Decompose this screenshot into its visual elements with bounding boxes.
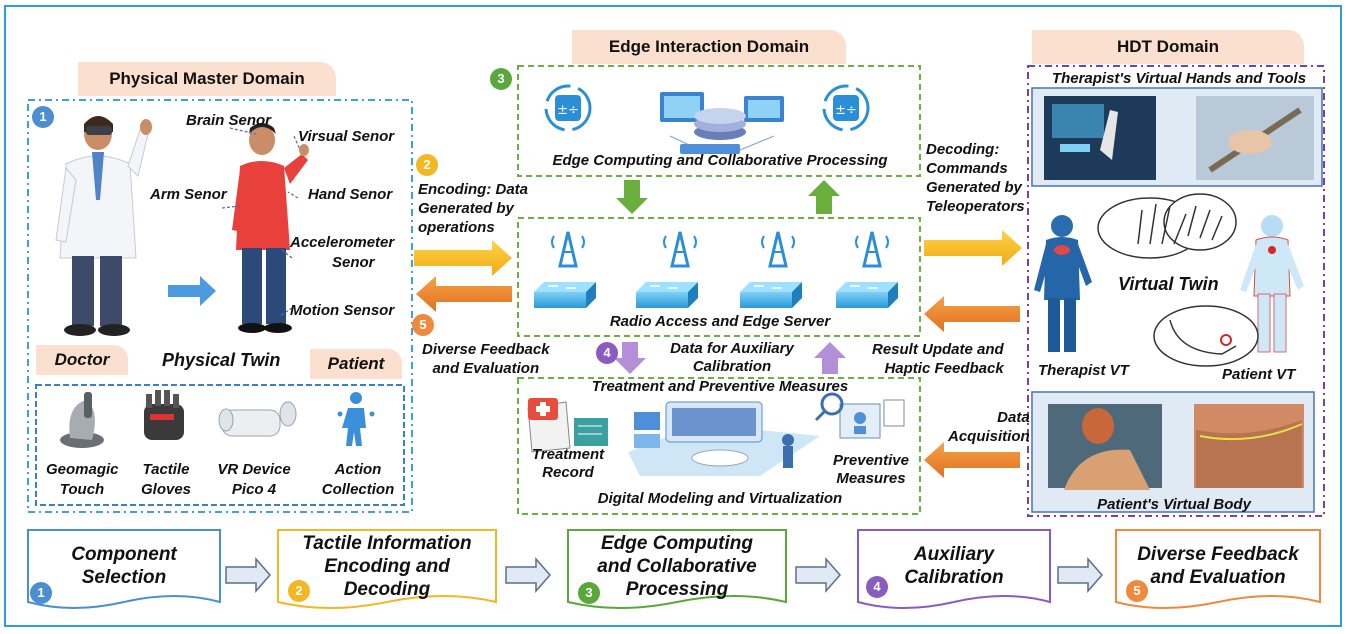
svg-text:±÷: ±÷ bbox=[835, 103, 857, 118]
device-box bbox=[35, 384, 405, 506]
physical-domain-title: Physical Master Domain bbox=[78, 62, 336, 96]
virtual-hand-gesture bbox=[1097, 193, 1237, 259]
patient-hand-bubble bbox=[1153, 305, 1259, 367]
step-2-number: 2 bbox=[288, 580, 310, 602]
hdt-domain-title: HDT Domain bbox=[1032, 30, 1304, 64]
accelerometer-label-1: Accelerometer bbox=[290, 234, 395, 251]
calculator-icon-left: ±÷ bbox=[544, 84, 592, 132]
virtual-hands-photo bbox=[1044, 96, 1156, 180]
step-3-number: 3 bbox=[578, 582, 600, 604]
radio-access-box bbox=[517, 217, 921, 337]
doctor-illustration bbox=[55, 116, 152, 336]
brain-sensor-label: Brain Senor bbox=[186, 112, 272, 129]
hands-tools-label: Therapist's Virtual Hands and Tools bbox=[1051, 70, 1307, 87]
doctor-badge: Doctor bbox=[36, 345, 128, 375]
radio-access-label: Radio Access and Edge Server bbox=[609, 313, 831, 330]
modeling-box bbox=[517, 377, 921, 515]
down-purple-arrow bbox=[614, 342, 646, 374]
step-arrows bbox=[225, 557, 1103, 593]
encoding-arrow bbox=[414, 240, 512, 276]
patient-vt-figure bbox=[1240, 215, 1304, 353]
treatment-measures-label: Treatment and Preventive Measures bbox=[591, 378, 849, 395]
physical-twin-label: Physical Twin bbox=[162, 350, 281, 370]
cloud-server-illustration bbox=[660, 92, 784, 154]
up-green-arrow bbox=[808, 180, 840, 214]
result-update-arrow bbox=[924, 296, 1020, 332]
data-acquisition-arrow bbox=[924, 442, 1020, 478]
virtual-body-label: Patient's Virtual Body bbox=[1097, 496, 1251, 513]
motion-sensor-label: Motion Sensor bbox=[290, 302, 395, 319]
tactile-gloves-device bbox=[144, 390, 184, 440]
edge-switches bbox=[534, 281, 899, 309]
virtual-twin-label: Virtual Twin bbox=[1118, 274, 1219, 294]
marker-3: 3 bbox=[490, 68, 512, 90]
edge-computing-box bbox=[517, 65, 921, 177]
sensor-leader-lines bbox=[221, 127, 301, 317]
patient-badge: Patient bbox=[310, 349, 402, 379]
decoding-arrow bbox=[924, 230, 1022, 266]
accelerometer-label-2: Senor bbox=[332, 254, 375, 271]
edge-domain-title: Edge Interaction Domain bbox=[572, 30, 846, 64]
doctor-to-patient-arrow bbox=[168, 276, 216, 306]
step-1-number: 1 bbox=[30, 582, 52, 604]
marker-5: 5 bbox=[412, 314, 434, 336]
calculator-icon-right: ±÷ bbox=[822, 84, 870, 132]
digital-modeling-label: Digital Modeling and Virtualization bbox=[597, 490, 843, 507]
physical-domain-box bbox=[27, 99, 413, 513]
vr-device-pico bbox=[218, 401, 297, 437]
geomagic-touch-device bbox=[60, 392, 104, 448]
therapist-vt-label: Therapist VT bbox=[1038, 362, 1129, 379]
action-collection-device bbox=[337, 392, 375, 446]
feedback-arrow bbox=[416, 276, 512, 312]
therapist-vt-figure bbox=[1034, 215, 1092, 352]
step-4-number: 4 bbox=[866, 576, 888, 598]
arm-sensor-label: Arm Senor bbox=[150, 186, 227, 203]
patient-illustration bbox=[232, 123, 309, 333]
up-purple-arrow bbox=[814, 342, 846, 374]
down-green-arrow bbox=[616, 180, 648, 214]
hdt-domain-box bbox=[1027, 65, 1325, 517]
step-5-number: 5 bbox=[1126, 580, 1148, 602]
outer-frame bbox=[4, 5, 1342, 627]
treatment-record-illustration bbox=[527, 398, 608, 453]
marker-2: 2 bbox=[416, 154, 438, 176]
svg-text:±÷: ±÷ bbox=[557, 103, 579, 118]
virtual-body-photo-left bbox=[1048, 404, 1162, 490]
edge-computing-label: Edge Computing and Collaborative Process… bbox=[552, 152, 888, 169]
digital-modeling-illustration bbox=[628, 401, 820, 476]
virtual-tool-photo bbox=[1196, 96, 1314, 180]
visual-sensor-label: Virsual Senor bbox=[298, 128, 395, 145]
preventive-measures-illustration bbox=[814, 392, 905, 439]
radio-towers bbox=[551, 230, 890, 268]
marker-1: 1 bbox=[32, 106, 54, 128]
virtual-body-photo-right bbox=[1194, 404, 1304, 488]
marker-4: 4 bbox=[596, 342, 618, 364]
patient-vt-label: Patient VT bbox=[1222, 366, 1296, 383]
hand-sensor-label: Hand Senor bbox=[308, 186, 393, 203]
